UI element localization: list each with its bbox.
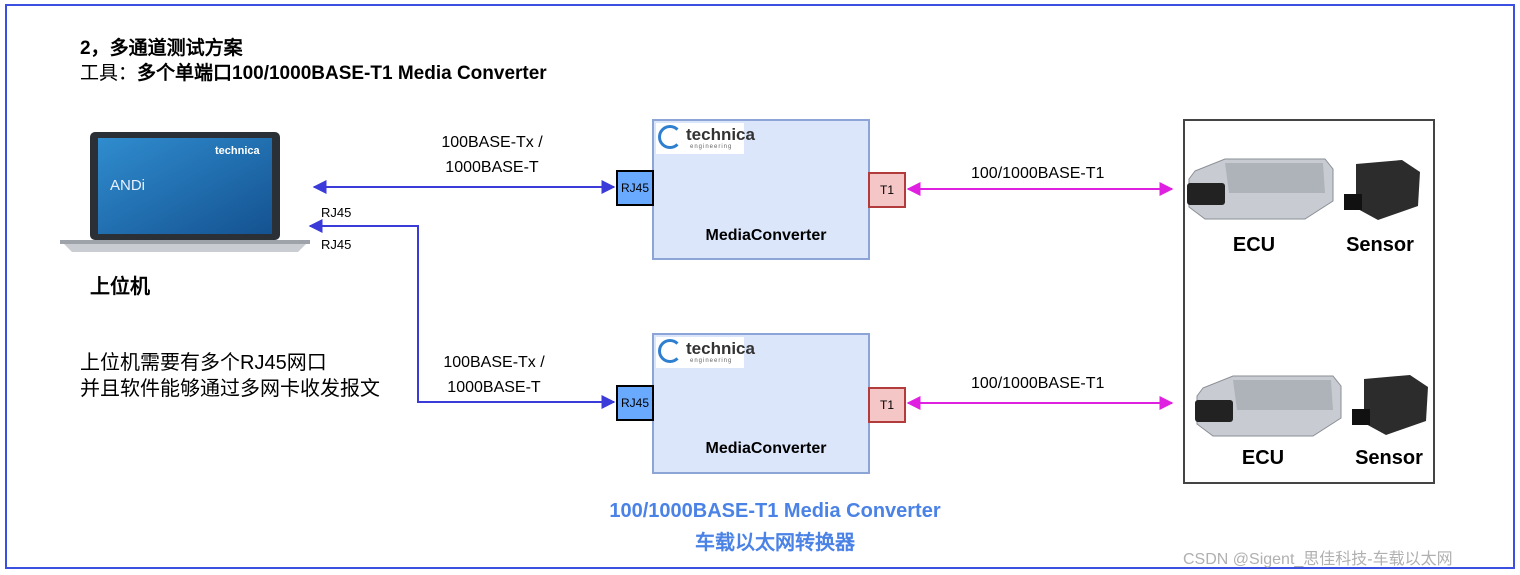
channel2-converter-label: MediaConverter	[705, 440, 827, 457]
laptop-brand: technica	[215, 145, 260, 157]
host-link-2	[308, 219, 616, 409]
host-port-label-1: RJ45	[321, 205, 352, 220]
channel2-t1-port: T1	[868, 387, 906, 423]
channel1-logo-sub: engineering	[690, 144, 733, 150]
laptop-image	[60, 132, 310, 252]
diagram-frame	[5, 4, 1515, 569]
channel2-logo-sub: engineering	[690, 358, 733, 364]
tool-line: 工具：多个单端口100/1000BASE-T1 Media Converter	[80, 58, 547, 85]
channel1-t1-link-label: 100/1000BASE-T1	[971, 165, 1105, 182]
channel2-logo-text: technica	[686, 339, 755, 358]
channel2-sensor-label: Sensor	[1355, 447, 1423, 469]
converter-caption-cn: 车载以太网转换器	[695, 532, 855, 554]
channel2-link-line1: 100BASE-Tx /	[443, 354, 545, 371]
channel1-rj45-port: RJ45	[616, 170, 654, 206]
converter-caption-en: 100/1000BASE-T1 Media Converter	[609, 500, 941, 522]
tool-name: 多个单端口100/1000BASE-T1 Media Converter	[137, 63, 547, 84]
channel1-link-line2: 1000BASE-T	[445, 159, 539, 176]
channel2-host-link-label: 100BASE-Tx / 1000BASE-T	[414, 350, 574, 400]
channel2-ecu-image	[1195, 375, 1342, 437]
channel1-link-line1: 100BASE-Tx /	[441, 134, 543, 151]
channel1-ecu-image	[1187, 158, 1334, 220]
channel1-sensor-image	[1344, 160, 1420, 220]
channel1-sensor-label: Sensor	[1346, 234, 1414, 256]
host-description: 上位机需要有多个RJ45网口 并且软件能够通过多网卡收发报文	[80, 350, 380, 402]
host-description-line2: 并且软件能够通过多网卡收发报文	[80, 378, 380, 400]
channel1-ecu-label: ECU	[1232, 234, 1276, 256]
channel2-t1-link-label: 100/1000BASE-T1	[971, 375, 1105, 392]
host-port-label-2: RJ45	[321, 237, 352, 252]
channel1-converter-label: MediaConverter	[705, 227, 827, 244]
channel1-technica-logo: technica engineering	[656, 123, 755, 154]
channel1-t1-port: T1	[868, 172, 906, 208]
channel1-logo-icon	[658, 125, 682, 149]
channel1-host-link-label: 100BASE-Tx / 1000BASE-T	[412, 130, 572, 180]
channel2-technica-logo: technica engineering	[656, 337, 755, 368]
channel1-logo-text: technica	[686, 125, 755, 144]
host-label: 上位机	[90, 276, 150, 298]
host-description-line1: 上位机需要有多个RJ45网口	[80, 352, 327, 374]
channel2-logo-icon	[658, 339, 682, 363]
channel2-link-line2: 1000BASE-T	[447, 379, 541, 396]
channel2-sensor-image	[1352, 375, 1428, 435]
channel2-rj45-port: RJ45	[616, 385, 654, 421]
section-title: 2，多通道测试方案	[80, 38, 243, 59]
laptop-app-name: ANDi	[110, 177, 146, 194]
channel2-ecu-label: ECU	[1241, 447, 1285, 469]
tool-prefix: 工具：	[80, 63, 138, 84]
watermark: CSDN @Sigent_思佳科技-车载以太网	[1183, 551, 1453, 568]
